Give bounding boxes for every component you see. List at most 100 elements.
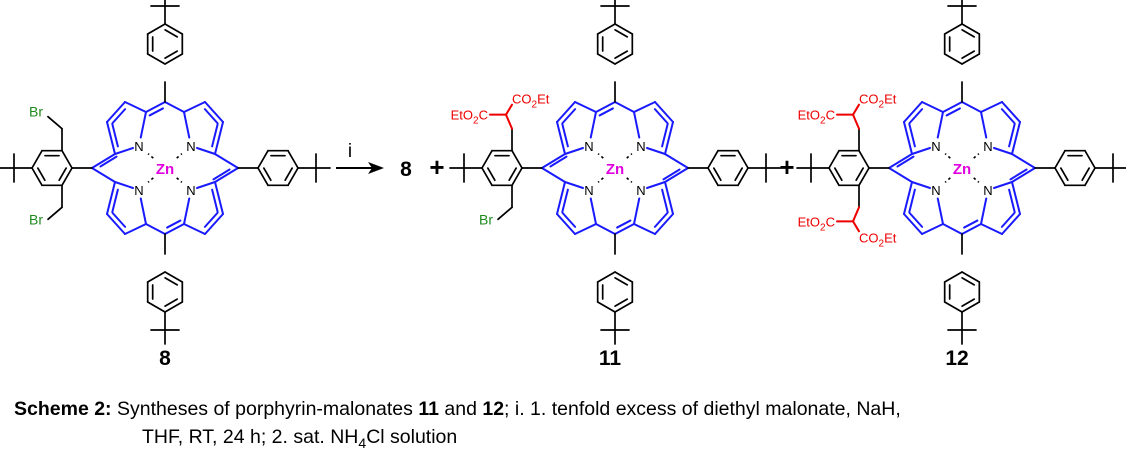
pyrrole-bond xyxy=(564,147,584,155)
ring-bond xyxy=(61,149,73,169)
ring-bond xyxy=(858,167,870,187)
ring-bond xyxy=(828,149,840,169)
pyrrole-bond xyxy=(196,181,216,189)
malonate-bond xyxy=(852,220,860,233)
ring-bond xyxy=(858,149,870,169)
nitrogen-atom: N xyxy=(186,139,195,154)
ring-double-bond xyxy=(961,298,976,308)
meso-double-bond xyxy=(166,219,182,229)
pyrrole-bond xyxy=(204,213,224,235)
ring-bond xyxy=(961,271,981,283)
ring-double-bond xyxy=(486,167,496,182)
pyrrole-bond xyxy=(980,111,988,139)
pyrrole-double-bond xyxy=(111,122,119,148)
meso-bond xyxy=(1011,153,1036,169)
bromomethyl-group: Br xyxy=(29,184,63,227)
ring-double-bond xyxy=(614,276,629,286)
pyrrole-bond xyxy=(921,223,944,235)
ring-bond xyxy=(961,23,981,35)
pyrrole-double-bond xyxy=(908,122,916,148)
ring-bond xyxy=(146,301,166,313)
meso-bond xyxy=(961,101,982,113)
ring-bond xyxy=(164,23,184,35)
malonate-bond xyxy=(852,206,860,223)
pyrrole-double-bond xyxy=(653,108,669,125)
zn-n-coordination xyxy=(147,153,154,159)
meso-bond xyxy=(961,223,982,235)
meso-double-bond xyxy=(896,155,915,168)
ring-bond xyxy=(614,301,634,313)
central-aryl-ring xyxy=(31,149,73,187)
pyrrole-bond xyxy=(936,197,944,225)
meso-bond xyxy=(614,101,635,113)
malonate-bond xyxy=(505,103,513,116)
pyrrole-bond xyxy=(980,197,988,225)
zn-n-coordination xyxy=(176,177,183,183)
caption-ref-12: 12 xyxy=(482,398,505,420)
pyrrole-double-bond xyxy=(908,108,924,125)
meso-bond xyxy=(214,167,239,183)
ring-double-bond xyxy=(833,167,843,182)
ring-bond xyxy=(31,167,43,187)
pyrrole-double-bond xyxy=(908,188,916,214)
malonate-bond xyxy=(852,113,860,130)
meso-bond xyxy=(664,153,689,169)
ring-bond xyxy=(1054,149,1066,169)
pyrrole-double-bond xyxy=(111,108,127,125)
pyrrole-bond xyxy=(654,101,674,123)
caption-label: Scheme 2: xyxy=(14,398,112,420)
plus-sign-1: + xyxy=(429,152,444,182)
pyrrole-bond xyxy=(139,197,147,225)
ring-bond xyxy=(596,301,616,313)
pyrrole-bond xyxy=(921,101,944,113)
pyrrole-double-bond xyxy=(111,211,127,228)
pyrrole-double-bond xyxy=(653,211,669,228)
nitrogen-atom: N xyxy=(931,183,940,198)
meso-double-bond xyxy=(1009,168,1028,181)
ring-bond xyxy=(828,167,840,187)
pyrrole-bond xyxy=(589,111,597,139)
ring-double-bond xyxy=(284,167,294,182)
ring-double-bond xyxy=(855,167,865,182)
ring-bond xyxy=(257,149,269,169)
pyrrole-bond xyxy=(183,197,191,225)
pyrrole-bond xyxy=(214,121,224,155)
ring-double-bond xyxy=(58,167,68,182)
meso-bond xyxy=(541,153,566,169)
pyrrole-double-bond xyxy=(908,211,924,228)
ring-double-bond xyxy=(614,298,629,308)
pyrrole-bond xyxy=(664,181,674,215)
nitrogen-atom: N xyxy=(186,183,195,198)
ring-bond xyxy=(614,23,634,35)
ring-double-bond xyxy=(961,28,976,38)
ring-bond xyxy=(961,301,981,313)
c-br-bond xyxy=(497,206,513,221)
ring-bond xyxy=(943,53,963,65)
pyrrole-bond xyxy=(903,181,913,215)
bromine-atom: Br xyxy=(29,211,43,227)
meso-double-bond xyxy=(616,219,632,229)
zinc-atom: Zn xyxy=(156,161,174,178)
ring-bond xyxy=(596,53,616,65)
pyrrole-bond xyxy=(106,121,116,155)
caption-line2-a: THF, RT, 24 h; 2. sat. NH xyxy=(142,426,359,448)
bromomethyl-group: Br xyxy=(479,184,513,227)
nitrogen-atom: N xyxy=(983,139,992,154)
aryl-ring-right xyxy=(1054,149,1096,187)
ring-bond xyxy=(287,167,299,187)
zn-n-coordination xyxy=(626,177,633,183)
meso-bond xyxy=(942,101,963,113)
meso-double-bond xyxy=(598,107,614,117)
pyrrole-bond xyxy=(574,101,597,113)
meso-bond xyxy=(145,223,166,235)
meso-double-bond xyxy=(212,168,231,181)
pyrrole-bond xyxy=(589,197,597,225)
ring-bond xyxy=(707,149,719,169)
ring-bond xyxy=(511,149,523,169)
ring-double-bond xyxy=(164,276,179,286)
compound-label-12: 12 xyxy=(945,347,968,370)
nitrogen-atom: N xyxy=(134,183,143,198)
